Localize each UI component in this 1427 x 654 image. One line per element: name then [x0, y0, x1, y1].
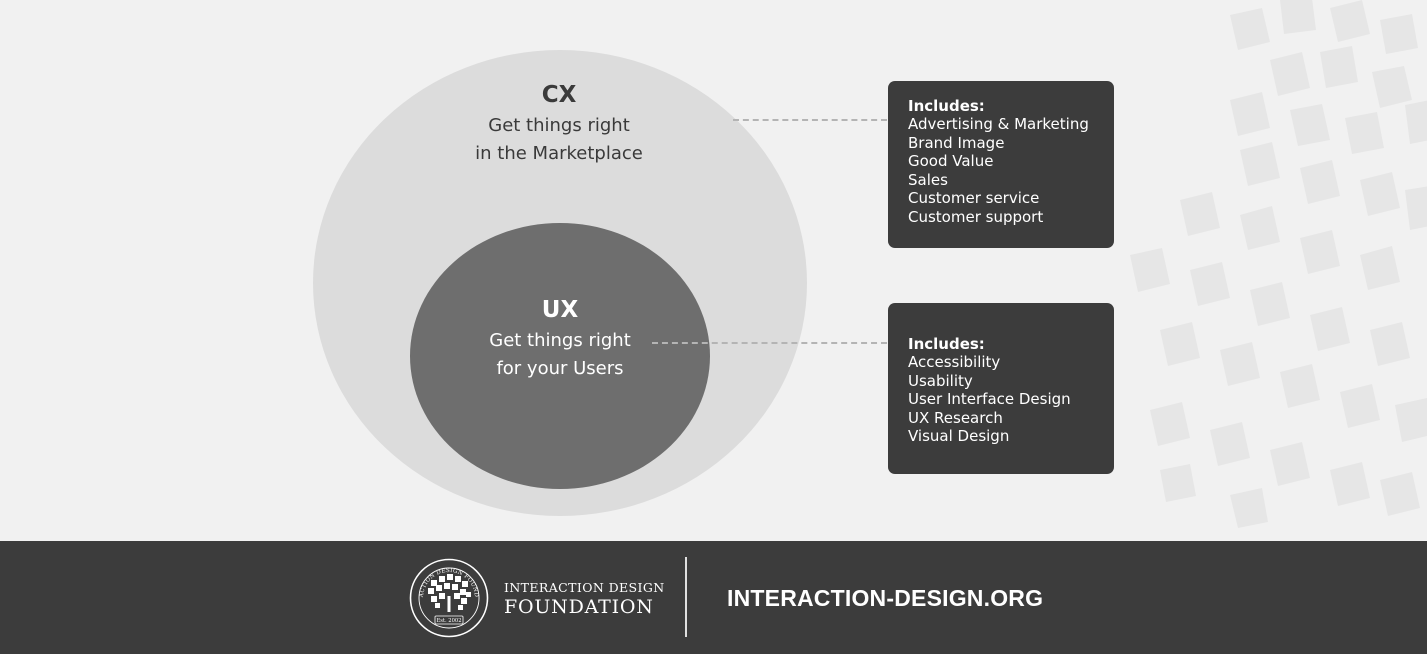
org-name-line1: INTERACTION DESIGN	[504, 580, 665, 595]
ux-subtitle-line1: Get things right	[489, 330, 631, 351]
list-item: Advertising & Marketing	[908, 115, 1089, 133]
ux-includes-list: Accessibility Usability User Interface D…	[908, 353, 1114, 446]
ux-includes-heading: Includes:	[908, 335, 985, 353]
ux-label: UX Get things right for your Users	[410, 295, 710, 383]
cx-subtitle-line2: in the Marketplace	[475, 143, 643, 164]
seal-est-text: Est. 2002	[436, 618, 461, 624]
ux-title: UX	[541, 297, 579, 323]
ixdf-seal-logo-icon: INTERACTION DESIGN FOUNDATION Est. 2002	[409, 558, 489, 638]
diagram-canvas: CX Get things right in the Marketplace U…	[313, 0, 1427, 528]
list-item: User Interface Design	[908, 390, 1071, 409]
list-item: Customer service	[908, 189, 1040, 208]
cx-includes-list: Advertising & Marketing Brand Image Good…	[908, 115, 1114, 227]
cx-subtitle-line1: Get things right	[488, 115, 630, 136]
cx-includes-box: Includes: Advertising & Marketing Brand …	[888, 81, 1114, 248]
cx-includes-heading: Includes:	[908, 97, 985, 115]
ux-connector-line	[652, 342, 887, 344]
list-item: Customer support	[908, 207, 1044, 226]
website-link[interactable]: INTERACTION-DESIGN.ORG	[727, 585, 1044, 611]
list-item: UX Research	[908, 408, 1003, 427]
cx-title: CX	[541, 82, 577, 108]
cx-label: CX Get things right in the Marketplace	[409, 80, 709, 168]
ux-includes-box: Includes: Accessibility Usability User I…	[888, 303, 1114, 474]
ux-subtitle-line2: for your Users	[496, 358, 624, 379]
list-item: Usability	[908, 371, 973, 390]
list-item: Good Value	[908, 152, 994, 171]
list-item: Accessibility	[908, 353, 1001, 371]
list-item: Visual Design	[908, 427, 1010, 446]
list-item: Brand Image	[908, 133, 1005, 152]
cx-connector-line	[733, 119, 887, 121]
ux-circle	[410, 223, 710, 489]
org-name: INTERACTION DESIGN FOUNDATION	[504, 580, 665, 618]
org-name-line2: FOUNDATION	[504, 596, 654, 618]
decorative-tree-pattern	[1130, 0, 1427, 528]
footer-divider	[685, 557, 687, 637]
footer-bar: INTERACTION DESIGN FOUNDATION Est. 2002	[0, 541, 1427, 654]
list-item: Sales	[908, 170, 948, 189]
